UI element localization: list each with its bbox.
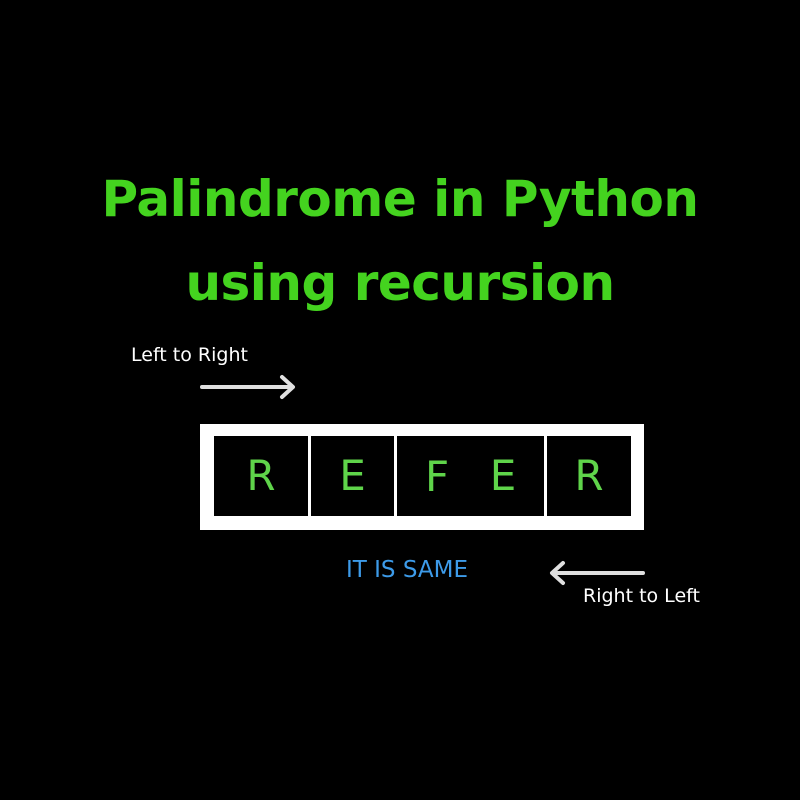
letter-cell: R	[214, 436, 308, 516]
letter: R	[574, 451, 604, 500]
title-line-2: using recursion	[185, 254, 615, 312]
word-box: R E F E R	[200, 424, 644, 530]
letter: E	[339, 451, 366, 500]
letter-cell: R	[547, 436, 631, 516]
arrow-left-icon	[550, 561, 645, 585]
letter: F	[425, 452, 450, 501]
result-text: IT IS SAME	[346, 557, 468, 583]
title-line-1: Palindrome in Python	[101, 170, 699, 228]
arrow-right-icon	[200, 375, 295, 399]
letter-cell: E	[462, 436, 544, 516]
letter: E	[489, 451, 517, 500]
left-to-right-label: Left to Right	[131, 344, 248, 366]
right-to-left-label: Right to Left	[583, 585, 700, 607]
letter-cell: E	[311, 436, 394, 516]
letter: R	[246, 451, 276, 500]
